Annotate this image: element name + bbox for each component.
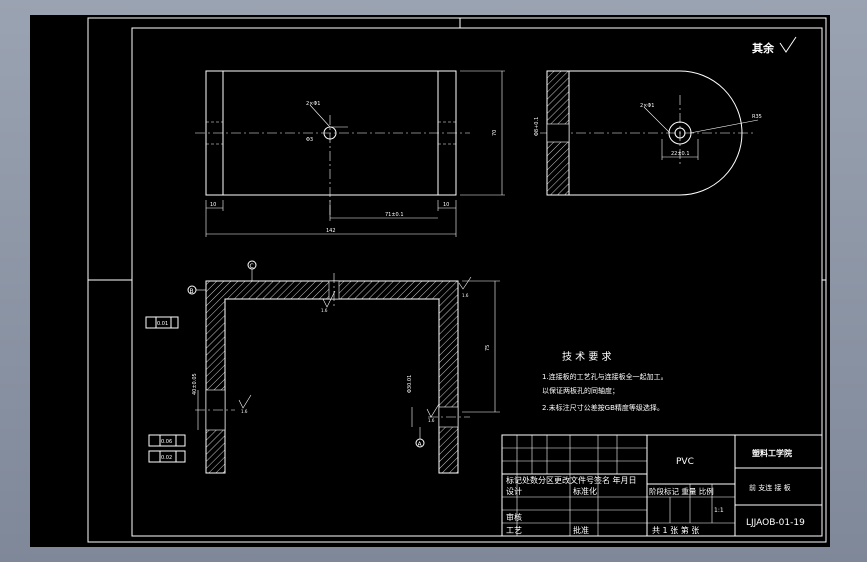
title-block: 标记处数分区更改文件号签名 年月日 设计 标准化 审核 工艺 批准 阶段标记 重… [501,434,823,537]
svg-text:10: 10 [443,202,449,208]
svg-text:标记处数分区更改文件号签名 年月日: 标记处数分区更改文件号签名 年月日 [506,475,637,485]
svg-text:2.未标注尺寸公差按GB精度等级选择。: 2.未标注尺寸公差按GB精度等级选择。 [542,403,664,412]
svg-text:前 支连 接 板: 前 支连 接 板 [749,483,791,492]
svg-text:71±0.1: 71±0.1 [385,212,404,218]
svg-text:1.6: 1.6 [462,293,469,298]
svg-text:LJJAOB-01-19: LJJAOB-01-19 [746,518,805,528]
side-view: 2×Φ1 R35 22±0.1 Φ8+0.1 [534,70,762,196]
svg-text:Φ30.01: Φ30.01 [407,375,413,393]
cad-viewport[interactable]: 其余 2×Φ1 Φ3 10 71±0.1 10 142 70 [30,15,830,547]
svg-text:共 1 张 第 张: 共 1 张 第 张 [652,525,699,535]
svg-text:1.6: 1.6 [321,308,328,313]
svg-text:0.01: 0.01 [157,321,168,327]
svg-text:标准化: 标准化 [573,486,597,496]
svg-text:R35: R35 [752,114,762,120]
svg-text:2×Φ1: 2×Φ1 [306,101,321,107]
roughness-note: 其余 [752,36,797,55]
svg-text:以保证两板孔的同轴度；: 以保证两板孔的同轴度； [542,386,619,395]
svg-text:Φ3: Φ3 [306,137,313,143]
svg-text:70: 70 [492,130,498,136]
svg-text:2×Φ1: 2×Φ1 [640,103,655,109]
svg-text:40±0.05: 40±0.05 [192,373,198,395]
svg-text:审核: 审核 [506,512,522,522]
svg-text:B: B [190,288,194,295]
inner-border [131,27,823,537]
front-section: C B A 1.6 1.6 1.6 1.6 75 40±0.05 Φ30.01 … [145,260,500,474]
svg-text:技 术 要 求: 技 术 要 求 [562,350,612,363]
svg-text:A: A [418,441,423,448]
svg-text:批准: 批准 [573,525,589,535]
svg-text:22±0.1: 22±0.1 [671,151,690,157]
svg-text:75: 75 [485,345,491,351]
svg-text:设计: 设计 [506,486,522,496]
svg-text:PVC: PVC [676,457,694,467]
svg-text:阶段标记 重量 比例: 阶段标记 重量 比例 [649,486,714,496]
svg-text:0.02: 0.02 [161,455,172,461]
svg-text:142: 142 [326,228,336,234]
svg-text:塑料工学院: 塑料工学院 [752,448,792,458]
tech-requirements: 技 术 要 求 1.连接板的工艺孔与连接板全一起加工。 以保证两板孔的同轴度； … [542,350,668,412]
svg-text:1.6: 1.6 [241,409,248,414]
drawing-canvas: 其余 2×Φ1 Φ3 10 71±0.1 10 142 70 [87,17,827,543]
svg-text:1.连接板的工艺孔与连接板全一起加工。: 1.连接板的工艺孔与连接板全一起加工。 [542,372,668,381]
svg-text:C: C [250,263,254,270]
svg-text:其余: 其余 [752,41,775,55]
svg-text:0.06: 0.06 [161,439,172,445]
svg-text:10: 10 [210,202,216,208]
svg-text:工艺: 工艺 [506,526,522,535]
svg-text:1:1: 1:1 [714,507,724,514]
svg-text:1.6: 1.6 [428,418,435,423]
top-view: 2×Φ1 Φ3 10 71±0.1 10 142 70 [195,70,505,237]
svg-text:Φ8+0.1: Φ8+0.1 [534,117,540,136]
